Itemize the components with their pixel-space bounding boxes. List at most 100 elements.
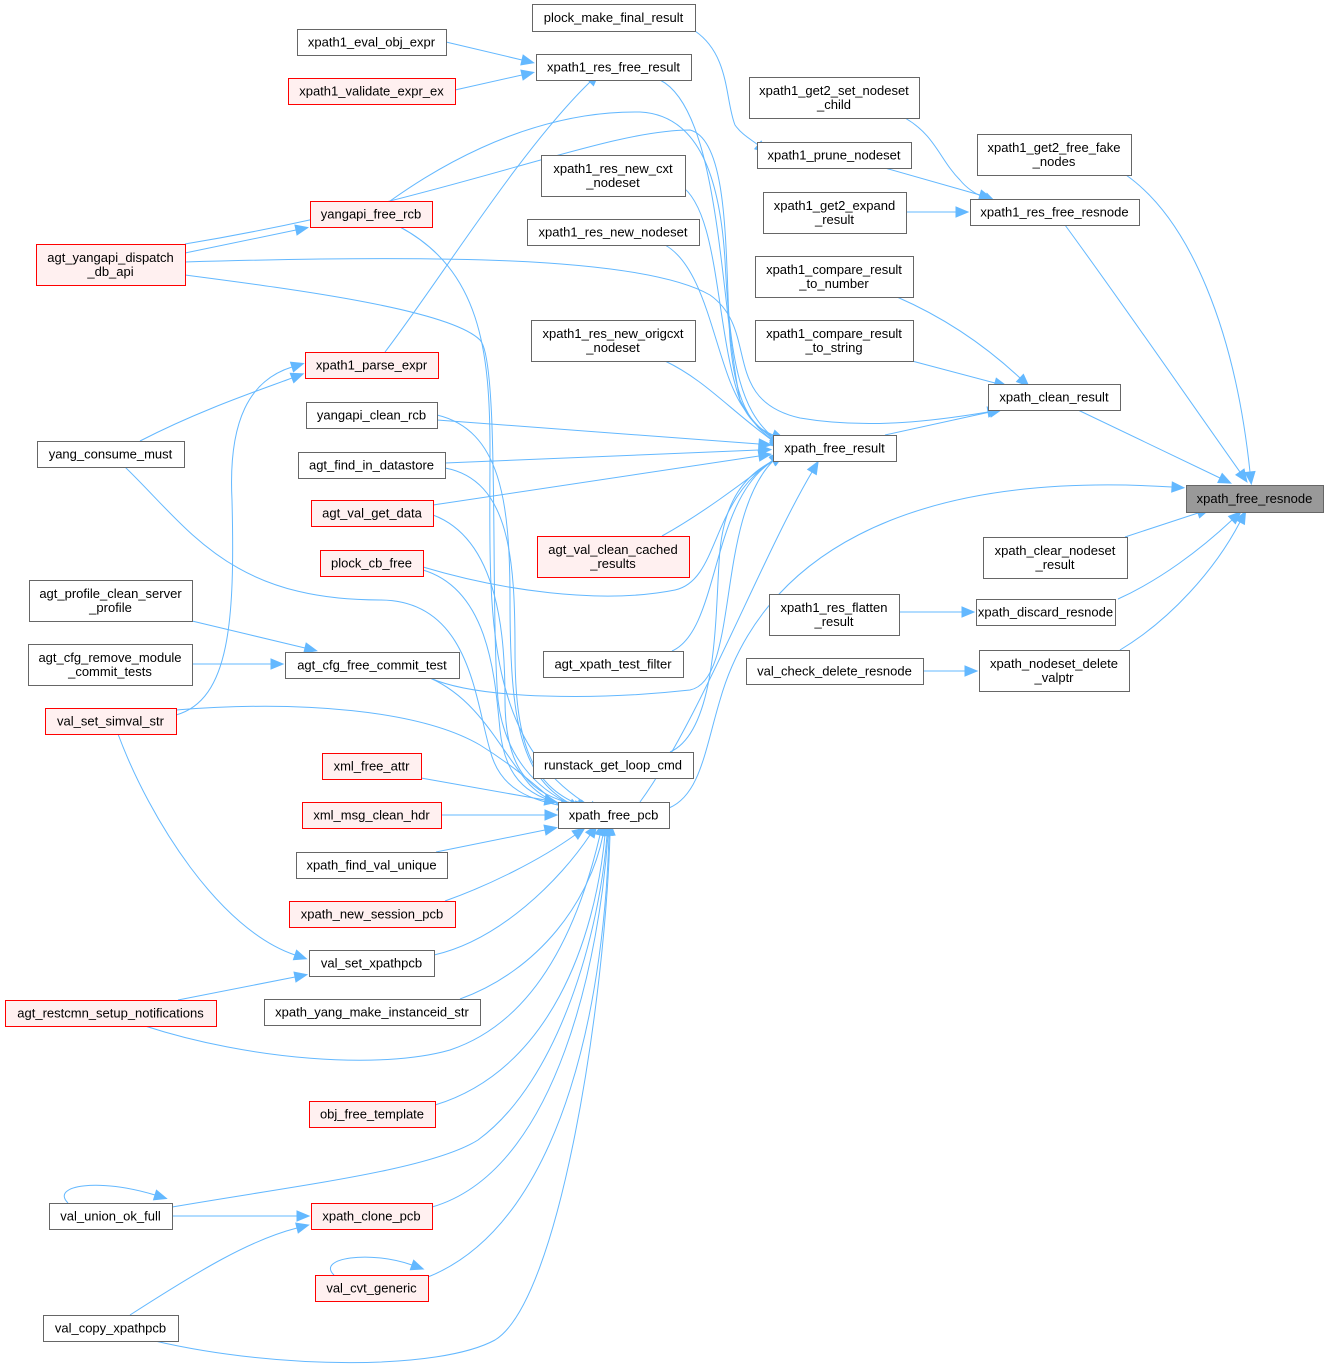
node-box [537,536,690,578]
edge-xpath1_eval_obj_expr-to-xpath1_res_free_result [445,41,535,66]
node-xpath1-prune-nodeset[interactable]: xpath1_prune_nodeset [757,142,912,169]
edge-line [884,167,981,196]
node-xml-free-attr[interactable]: xml_free_attr [322,753,422,780]
node-agt-restcmn-setup-notifications[interactable]: agt_restcmn_setup_notifications [5,1000,217,1027]
node-label: xml_msg_clean_hdr [313,808,430,823]
node-box [755,320,914,362]
edge-xpath1_res_flatten_result-to-xpath_discard_resnode [899,606,976,618]
edge-line [904,117,986,199]
node-xpath1-res-new-nodeset[interactable]: xpath1_res_new_nodeset [527,219,700,246]
node-box [531,320,696,362]
node-agt-yangapi-dispatch-db-api[interactable]: agt_yangapi_dispatch_db_api [36,244,186,286]
edge-line [896,296,1021,379]
node-val-set-xpathpcb[interactable]: val_set_xpathpcb [309,950,435,977]
node-box [43,1315,179,1342]
node-xpath-free-resnode[interactable]: xpath_free_resnode [1186,485,1324,513]
node-plock-cb-free[interactable]: plock_cb_free [320,550,424,577]
node-label: xpath_yang_make_instanceid_str [275,1005,469,1020]
node-xpath-find-val-unique[interactable]: xpath_find_val_unique [296,852,448,879]
node-xpath1-get2-expand-result[interactable]: xpath1_get2_expand_result [763,192,907,234]
node-label: agt_find_in_datastore [309,458,434,473]
arrowhead-icon [806,460,819,476]
node-label: agt_val_get_data [322,506,423,521]
node-agt-val-clean-cached-results[interactable]: agt_val_clean_cached_results [537,536,690,578]
edge-line [884,411,991,436]
node-label: xpath1_res_new_cxt [553,161,673,176]
edge-line [694,30,759,146]
node-xpath1-parse-expr[interactable]: xpath1_parse_expr [305,352,439,379]
node-obj-free-template[interactable]: obj_free_template [309,1101,436,1128]
node-label: xpath_clone_pcb [322,1209,420,1224]
node-label: xpath1_res_flatten [781,600,888,615]
node-xpath-discard-resnode[interactable]: xpath_discard_resnode [976,599,1116,626]
node-agt-val-get-data[interactable]: agt_val_get_data [311,500,434,527]
node-val-cvt-generic[interactable]: val_cvt_generic [315,1275,429,1302]
edge-line [669,460,774,753]
node-xpath-nodeset-delete-valptr[interactable]: xpath_nodeset_delete_valptr [979,650,1130,692]
node-box [311,500,434,527]
arrowhead-icon [409,1259,425,1271]
node-agt-profile-clean-server-profile[interactable]: agt_profile_clean_server_profile [29,580,193,622]
node-xpath-free-result[interactable]: xpath_free_result [773,435,897,462]
node-agt-cfg-remove-module-commit-tests[interactable]: agt_cfg_remove_module_commit_tests [28,644,193,686]
node-xpath-new-session-pcb[interactable]: xpath_new_session_pcb [289,901,456,928]
node-agt-cfg-free-commit-test[interactable]: agt_cfg_free_commit_test [285,652,460,679]
node-xpath1-res-new-origcxt-nodeset[interactable]: xpath1_res_new_origcxt_nodeset [531,320,696,362]
node-xpath-clear-nodeset-result[interactable]: xpath_clear_nodeset_result [983,537,1128,579]
node-xpath1-eval-obj-expr[interactable]: xpath1_eval_obj_expr [297,29,447,56]
node-xpath-clean-result[interactable]: xpath_clean_result [988,384,1121,411]
arrowhead-icon [289,372,305,384]
node-xpath1-get2-free-fake-nodes[interactable]: xpath1_get2_free_fake_nodes [977,134,1132,176]
node-yangapi-clean-rcb[interactable]: yangapi_clean_rcb [306,402,438,429]
node-agt-xpath-test-filter[interactable]: agt_xpath_test_filter [543,651,684,678]
arrowhead-icon [1235,468,1248,483]
node-runstack-get-loop-cmd[interactable]: runstack_get_loop_cmd [533,752,694,779]
node-box [769,594,900,636]
edge-agt_val_get_data-to-xpath_free_result [432,450,773,506]
node-plock-make-final-result[interactable]: plock_make_final_result [532,4,696,32]
node-label: val_cvt_generic [326,1281,417,1296]
node-xpath1-res-free-result[interactable]: xpath1_res_free_result [536,54,692,81]
edge-val_set_xpathpcb-to-xpath_free_pcb [433,823,598,956]
node-xpath1-res-flatten-result[interactable]: xpath1_res_flatten_result [769,594,900,636]
node-yangapi-free-rcb[interactable]: yangapi_free_rcb [310,201,433,228]
node-val-set-simval-str[interactable]: val_set_simval_str [45,708,177,735]
node-val-copy-xpathpcb[interactable]: val_copy_xpathpcb [43,1315,179,1342]
edge-line [445,41,523,61]
node-xpath1-validate-expr-ex[interactable]: xpath1_validate_expr_ex [288,78,456,105]
node-val-union-ok-full[interactable]: val_union_ok_full [49,1203,173,1230]
node-xpath1-compare-result-to-string[interactable]: xpath1_compare_result_to_string [755,320,914,362]
node-xpath-free-pcb[interactable]: xpath_free_pcb [558,802,670,829]
edge-xpath_free_pcb-to-xpath_free_resnode [668,481,1186,809]
node-xpath1-compare-result-to-number[interactable]: xpath1_compare_result_to_number [755,256,914,298]
node-yang-consume-must[interactable]: yang_consume_must [37,441,185,468]
node-xpath1-res-new-cxt-nodeset[interactable]: xpath1_res_new_cxt_nodeset [541,155,686,197]
node-xpath-yang-make-instanceid-str[interactable]: xpath_yang_make_instanceid_str [264,999,481,1026]
arrowhead-icon [292,949,308,961]
node-label: yangapi_free_rcb [321,207,421,222]
node-box [541,155,686,197]
node-label: xpath1_compare_result [766,326,902,341]
edge-line [432,514,579,806]
edge-line [668,484,1173,809]
edge-line [911,360,996,384]
arrowhead-icon [295,1222,310,1234]
arrowhead-icon [961,606,976,618]
arrowhead-icon [544,809,559,821]
edge-line [184,274,571,805]
node-box [297,29,447,56]
edge-xpath_clean_result-to-xpath_free_resnode [1077,409,1232,484]
edge-line [144,834,601,1061]
node-xpath-clone-pcb[interactable]: xpath_clone_pcb [311,1203,433,1230]
arrowhead-icon [152,1189,168,1201]
edge-line [435,829,546,853]
arrowhead-icon [520,69,535,81]
node-xpath1-get2-set-nodeset-child[interactable]: xpath1_get2_set_nodeset_child [749,77,920,119]
node-val-check-delete-resnode[interactable]: val_check_delete_resnode [746,658,924,685]
arrowhead-icon [293,971,309,983]
node-xpath1-res-free-resnode[interactable]: xpath1_res_free_resnode [970,199,1140,226]
node-xml-msg-clean-hdr[interactable]: xml_msg_clean_hdr [302,802,442,829]
edge-line [422,569,576,807]
edge-line [184,229,297,254]
node-agt-find-in-datastore[interactable]: agt_find_in_datastore [298,452,446,479]
